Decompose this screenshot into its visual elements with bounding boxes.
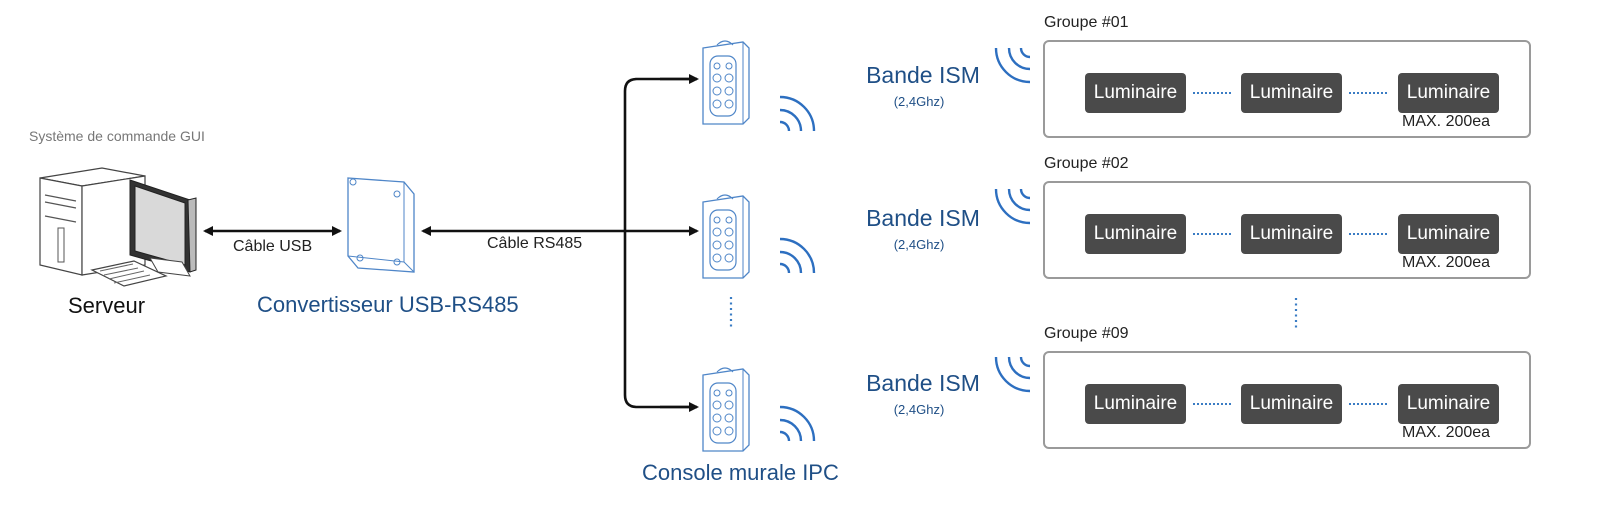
wireless-signal-icon <box>778 237 816 275</box>
converter-label: Convertisseur USB-RS485 <box>257 292 519 317</box>
max-capacity-label: MAX. 200ea <box>1402 424 1491 441</box>
rs485-bus-line <box>623 77 696 409</box>
server-label: Serveur <box>68 293 146 318</box>
luminaire-box: Luminaire <box>1085 384 1186 424</box>
console-label: Console murale IPC <box>642 460 839 485</box>
ism-band-frequency: (2,4Ghz) <box>893 237 945 252</box>
server-computer-icon <box>39 167 197 287</box>
group-title: Groupe #09 <box>1044 325 1129 342</box>
luminaire-box: Luminaire <box>1241 73 1342 113</box>
luminaire-box: Luminaire <box>1398 214 1499 254</box>
ism-band-frequency: (2,4Ghz) <box>893 402 945 417</box>
luminaire-box: Luminaire <box>1398 73 1499 113</box>
dotted-connector <box>1349 92 1387 94</box>
group-box: Luminaire Luminaire Luminaire MAX. 200ea <box>1043 40 1531 138</box>
group-title: Groupe #02 <box>1044 155 1129 172</box>
ism-band-frequency: (2,4Ghz) <box>893 94 945 109</box>
luminaire-box: Luminaire <box>1085 73 1186 113</box>
wireless-signal-icon <box>994 355 1032 393</box>
ipc-console-icon <box>702 367 750 452</box>
luminaire-box: Luminaire <box>1241 384 1342 424</box>
usb-cable-label: Câble USB <box>233 238 313 255</box>
dotted-connector <box>1349 233 1387 235</box>
ism-band-label: Bande ISM (2,4Ghz) <box>862 205 984 252</box>
group-box: Luminaire Luminaire Luminaire MAX. 200ea <box>1043 181 1531 279</box>
group-box: Luminaire Luminaire Luminaire MAX. 200ea <box>1043 351 1531 449</box>
luminaire-box: Luminaire <box>1241 214 1342 254</box>
dotted-connector <box>1193 403 1231 405</box>
dotted-connector <box>1193 92 1231 94</box>
ism-band-title: Bande ISM <box>866 370 980 396</box>
wireless-signal-icon <box>778 95 816 133</box>
dotted-connector <box>1193 233 1231 235</box>
ism-band-title: Bande ISM <box>866 62 980 88</box>
usb-rs485-converter-icon <box>347 177 415 273</box>
luminaire-box: Luminaire <box>1398 384 1499 424</box>
ism-band-label: Bande ISM (2,4Ghz) <box>862 370 984 417</box>
wireless-signal-icon <box>778 405 816 443</box>
max-capacity-label: MAX. 200ea <box>1402 254 1491 271</box>
gui-system-caption: Système de commande GUI <box>29 128 205 144</box>
dotted-connector <box>1349 403 1387 405</box>
ipc-console-icon <box>702 40 750 125</box>
wireless-signal-icon <box>994 46 1032 84</box>
ism-band-title: Bande ISM <box>866 205 980 231</box>
wireless-signal-icon <box>994 187 1032 225</box>
luminaire-box: Luminaire <box>1085 214 1186 254</box>
rs485-cable-label: Câble RS485 <box>487 235 583 252</box>
ism-band-label: Bande ISM (2,4Ghz) <box>862 62 984 109</box>
max-capacity-label: MAX. 200ea <box>1402 113 1491 130</box>
ipc-console-icon <box>702 194 750 279</box>
group-title: Groupe #01 <box>1044 14 1129 31</box>
